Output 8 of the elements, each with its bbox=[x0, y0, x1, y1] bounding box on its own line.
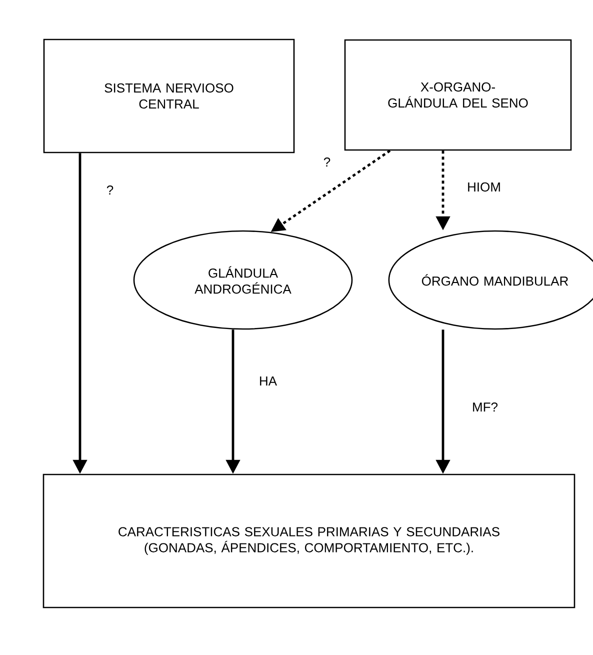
edge-label: HA bbox=[258, 376, 278, 386]
process-box: SISTEMA NERVIOSO CENTRAL bbox=[43, 38, 295, 154]
edge-label: MF? bbox=[471, 401, 499, 413]
edge-label: HIOM bbox=[466, 181, 502, 193]
process-box: CARACTERISTICAS SEXUALES PRIMARIAS Y SECUNDARIAS (GONADAS, ÁPENDICES, COMPORTAMIENTO, ETC.). bbox=[42, 474, 576, 608]
process-box: X-ORGANO-GLÁNDULA DEL SENO bbox=[344, 39, 572, 151]
edge-label: ? bbox=[105, 184, 115, 196]
edge-label: ? bbox=[322, 156, 332, 168]
